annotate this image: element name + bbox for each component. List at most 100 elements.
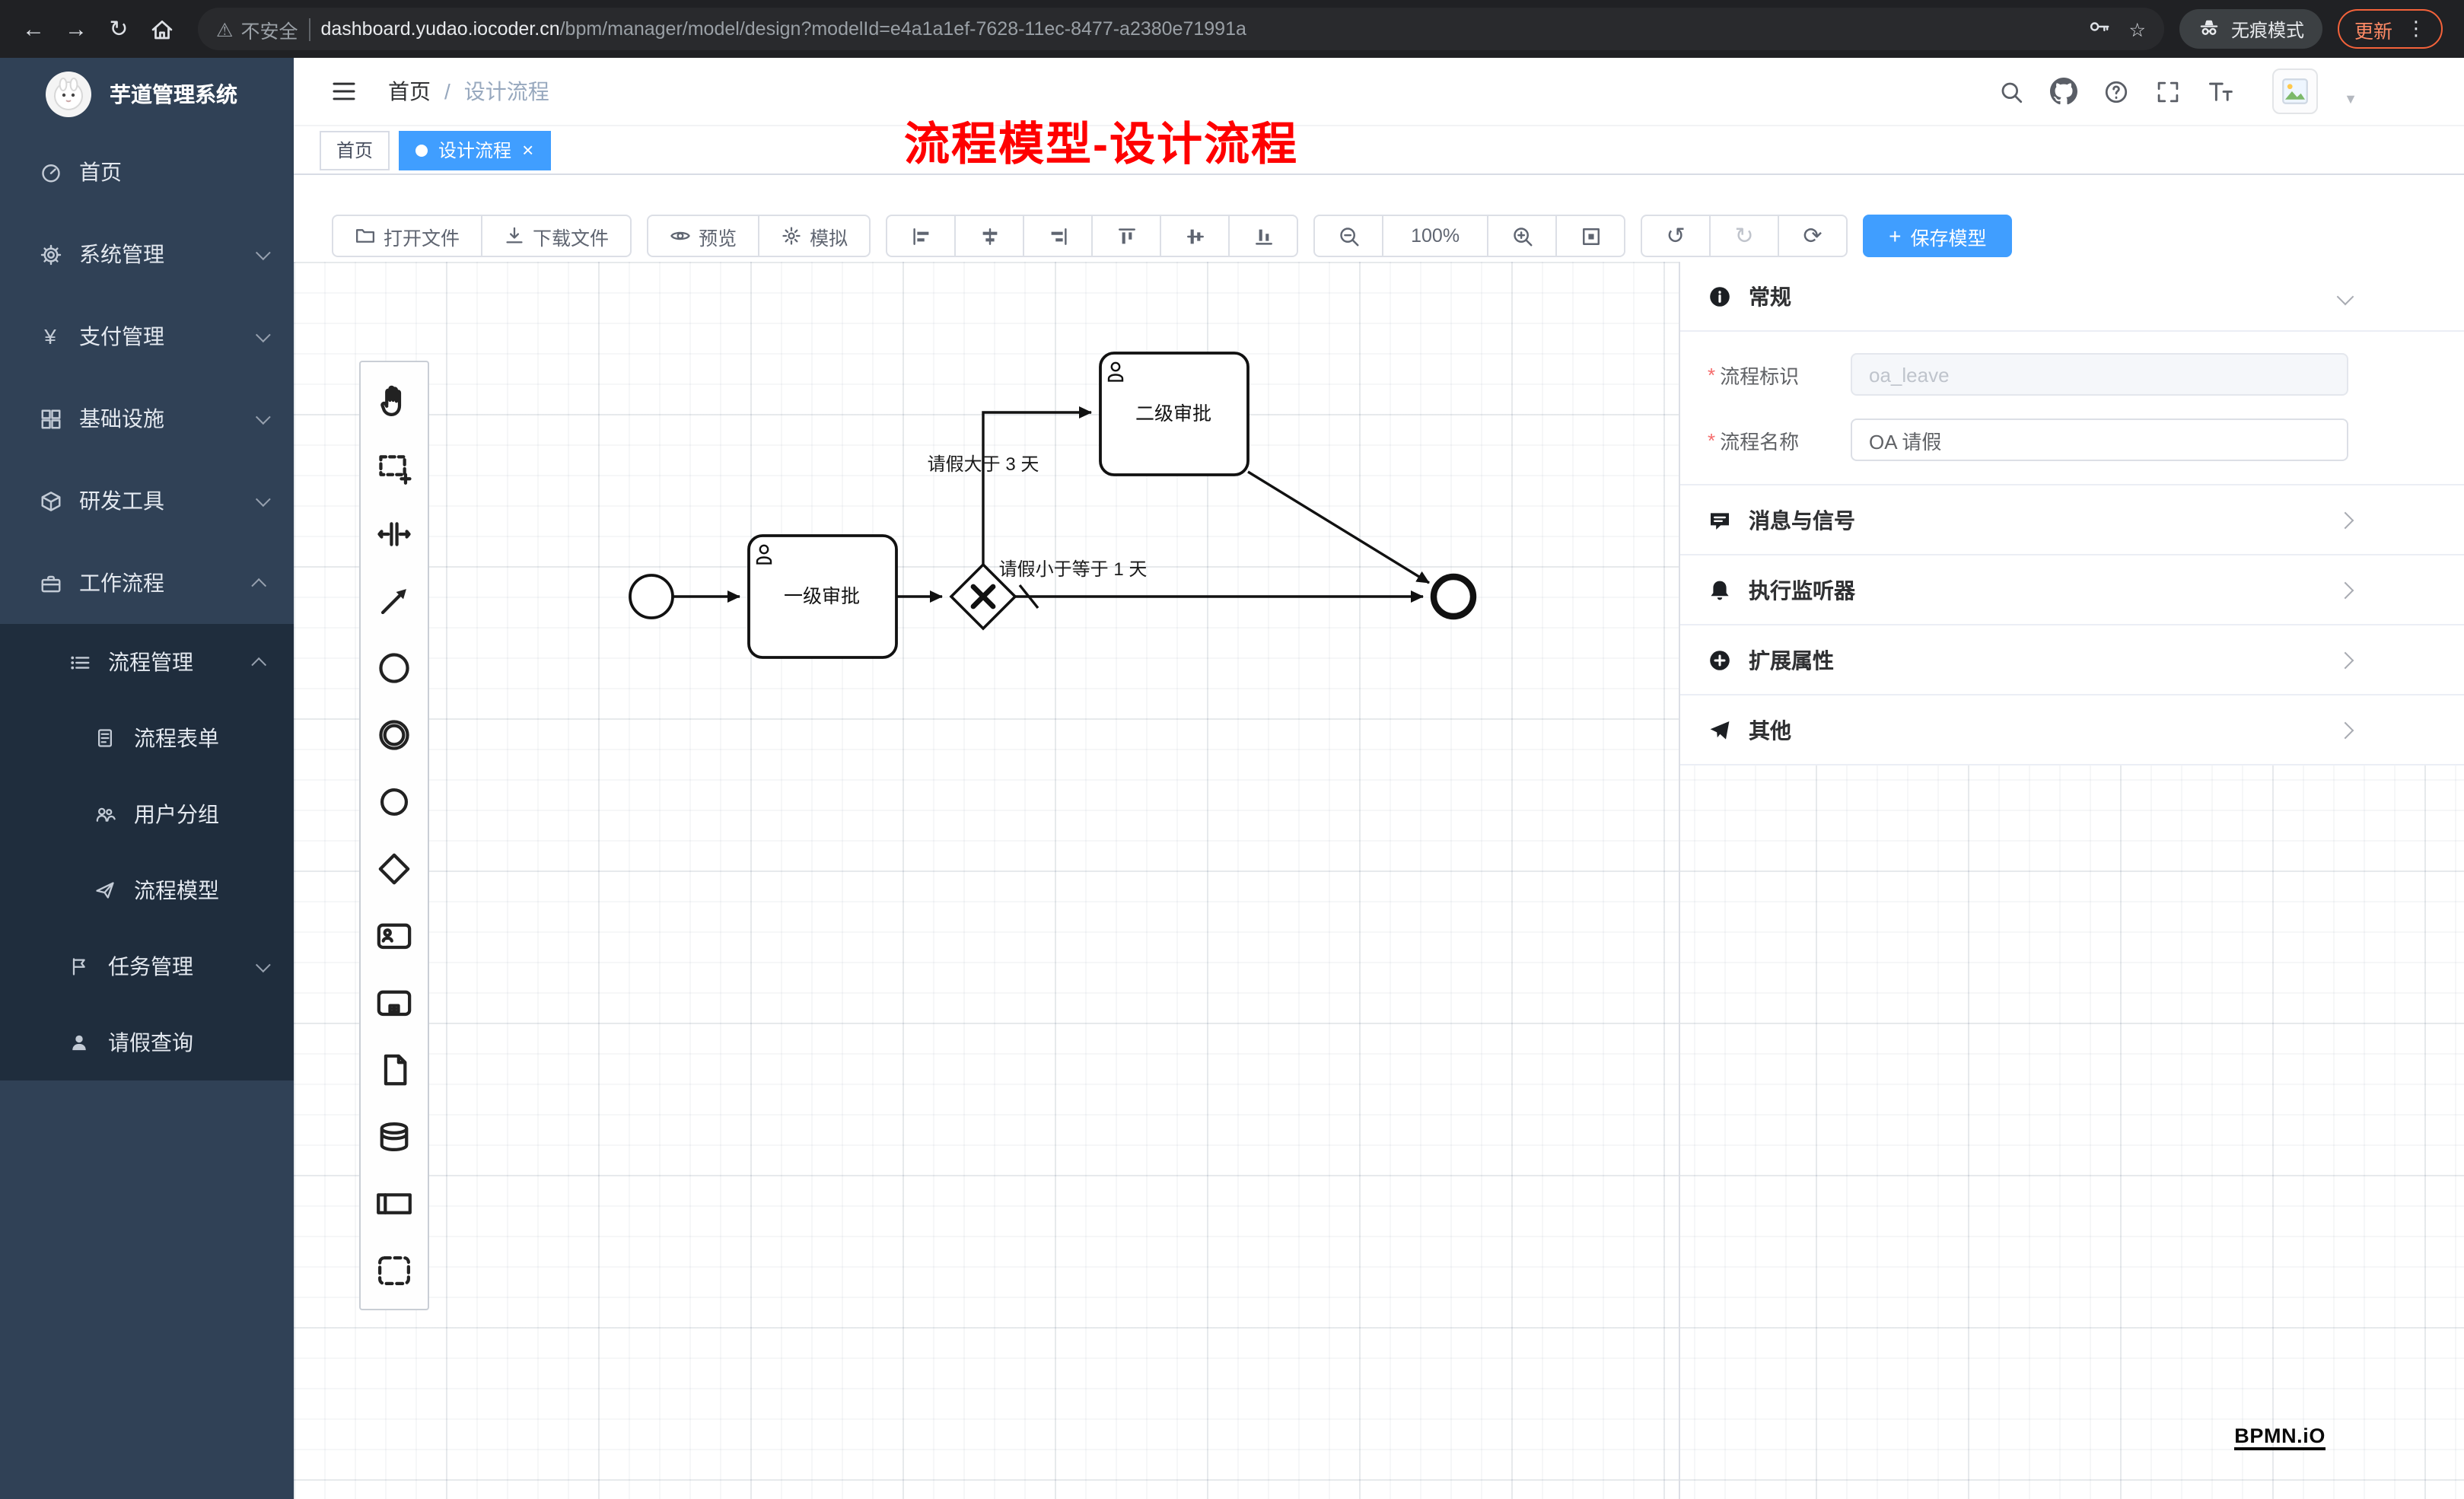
download-file-button[interactable]: 下载文件 <box>481 215 632 257</box>
undo-button[interactable]: ↺ <box>1641 215 1711 257</box>
sidebar-item-payment[interactable]: ¥ 支付管理 <box>0 295 294 377</box>
browser-menu-update[interactable]: 更新 ⋮ <box>2337 9 2443 49</box>
url-text: dashboard.yudao.iocoder.cn/bpm/manager/m… <box>320 18 1246 40</box>
tag-design-process[interactable]: 设计流程 × <box>399 130 551 170</box>
section-title: 其他 <box>1749 718 1791 742</box>
create-intermediate-event[interactable] <box>361 702 428 769</box>
create-subprocess[interactable] <box>361 969 428 1036</box>
panel-section-execution-listener[interactable]: 执行监听器 <box>1680 555 2464 625</box>
sidebar-nav: 首页 系统管理 ¥ 支付管理 基础设施 <box>0 131 294 1499</box>
browser-menu-icon[interactable]: ⋮ <box>2406 17 2426 40</box>
panel-section-general[interactable]: 常规 <box>1680 262 2464 332</box>
simulate-label: 模拟 <box>810 228 848 249</box>
create-data-store[interactable] <box>361 1103 428 1170</box>
task-second-approval[interactable] <box>1099 352 1250 476</box>
avatar-caret-icon[interactable]: ▼ <box>2344 91 2357 107</box>
panel-section-message-signal[interactable]: 消息与信号 <box>1680 485 2464 555</box>
avatar[interactable] <box>2272 68 2319 114</box>
search-icon[interactable] <box>1998 78 2024 104</box>
redo-button[interactable]: ↻ <box>1709 215 1780 257</box>
open-file-button[interactable]: 打开文件 <box>332 215 483 257</box>
browser-back-icon[interactable]: ← <box>22 16 45 42</box>
sidebar-item-infra[interactable]: 基础设施 <box>0 377 294 460</box>
key-icon[interactable] <box>2088 15 2111 43</box>
create-group[interactable] <box>361 1237 428 1304</box>
create-data-object[interactable] <box>361 1036 428 1103</box>
sidebar-item-workflow[interactable]: 工作流程 <box>0 542 294 624</box>
sidebar-item-user-group[interactable]: 用户分组 <box>0 776 294 852</box>
align-top-button[interactable] <box>1091 215 1162 257</box>
zoom-in-button[interactable] <box>1487 215 1558 257</box>
sidebar-item-task-mgmt[interactable]: 任务管理 <box>0 928 294 1004</box>
align-center-horizontal-button[interactable] <box>954 215 1025 257</box>
sidebar-fold-icon[interactable] <box>330 78 358 105</box>
sidebar-item-process-model[interactable]: 流程模型 <box>0 852 294 928</box>
breadcrumb-home[interactable]: 首页 <box>388 79 431 103</box>
space-tool[interactable] <box>361 501 428 568</box>
sidebar-item-leave-query[interactable]: 请假查询 <box>0 1004 294 1080</box>
sidebar-item-process-form[interactable]: 流程表单 <box>0 700 294 776</box>
app-logo-row[interactable]: 芋道管理系统 <box>0 58 294 131</box>
lasso-tool[interactable] <box>361 434 428 501</box>
gear-icon <box>37 243 64 266</box>
close-icon[interactable]: × <box>522 138 534 161</box>
bell-icon <box>1708 578 1732 602</box>
security-chip[interactable]: ⚠ 不安全 <box>216 14 298 43</box>
save-model-button[interactable]: + 保存模型 <box>1863 215 2013 257</box>
global-connect-tool[interactable] <box>361 568 428 635</box>
sidebar-item-system[interactable]: 系统管理 <box>0 213 294 295</box>
sidebar: 芋道管理系统 首页 系统管理 ¥ 支付管理 <box>0 58 294 1499</box>
zoom-out-button[interactable] <box>1313 215 1384 257</box>
align-middle-vertical-button[interactable] <box>1160 215 1230 257</box>
task-first-approval[interactable] <box>747 534 898 659</box>
align-left-button[interactable] <box>886 215 957 257</box>
align-bottom-button[interactable] <box>1228 215 1299 257</box>
preview-label: 预览 <box>699 228 737 249</box>
create-start-event[interactable] <box>361 635 428 702</box>
flow-gateway-to-task2[interactable] <box>982 406 1092 565</box>
address-bar[interactable]: ⚠ 不安全 dashboard.yudao.iocoder.cn/bpm/man… <box>198 8 2164 50</box>
start-event[interactable] <box>629 574 674 619</box>
font-size-icon[interactable] <box>2207 78 2234 105</box>
align-right-button[interactable] <box>1023 215 1094 257</box>
update-label[interactable]: 更新 <box>2354 21 2392 42</box>
browser-forward-icon[interactable]: → <box>65 16 88 42</box>
process-key-input[interactable] <box>1851 353 2348 396</box>
form-row-process-name: * 流程名称 <box>1708 419 2348 461</box>
browser-reload-icon[interactable]: ↻ <box>109 17 129 43</box>
github-icon[interactable] <box>2050 78 2078 105</box>
create-gateway[interactable] <box>361 835 428 902</box>
required-mark: * <box>1708 363 1716 386</box>
properties-panel: 常规 * 流程标识 * <box>1679 262 2464 1499</box>
simulate-button[interactable]: 模拟 <box>758 215 871 257</box>
restart-button[interactable]: ⟳ <box>1778 215 1848 257</box>
sidebar-item-devtools[interactable]: 研发工具 <box>0 460 294 542</box>
flow-task2-to-end[interactable] <box>1247 470 1430 584</box>
bpmn-io-logo[interactable]: BPMN.iO <box>2234 1424 2326 1450</box>
plus-circle-icon <box>1708 648 1732 672</box>
panel-section-extended-attributes[interactable]: 扩展属性 <box>1680 625 2464 695</box>
bookmark-star-icon[interactable]: ☆ <box>2128 19 2146 40</box>
exclusive-gateway[interactable] <box>949 562 1017 631</box>
help-icon[interactable] <box>2103 78 2129 104</box>
tag-home[interactable]: 首页 <box>320 130 390 170</box>
end-event[interactable] <box>1430 573 1477 620</box>
fullscreen-icon[interactable] <box>2155 78 2181 104</box>
create-end-event[interactable] <box>361 769 428 835</box>
zoom-reset-button[interactable] <box>1555 215 1626 257</box>
sidebar-item-home[interactable]: 首页 <box>0 131 294 213</box>
users-icon <box>91 804 119 825</box>
hand-tool[interactable] <box>361 367 428 434</box>
sidebar-item-process-mgmt[interactable]: 流程管理 <box>0 624 294 700</box>
sidebar-item-label: 任务管理 <box>108 954 193 979</box>
flow-label-gt3[interactable]: 请假大于 3 天 <box>928 454 1039 475</box>
preview-button[interactable]: 预览 <box>647 215 760 257</box>
browser-home-icon[interactable] <box>140 8 183 50</box>
dashboard-icon <box>37 161 64 183</box>
panel-section-other[interactable]: 其他 <box>1680 695 2464 765</box>
process-name-input[interactable] <box>1851 419 2348 461</box>
create-user-task[interactable] <box>361 902 428 969</box>
chevron-down-icon <box>255 326 271 342</box>
create-participant[interactable] <box>361 1170 428 1237</box>
flow-label-le1[interactable]: 请假小于等于 1 天 <box>999 559 1148 580</box>
